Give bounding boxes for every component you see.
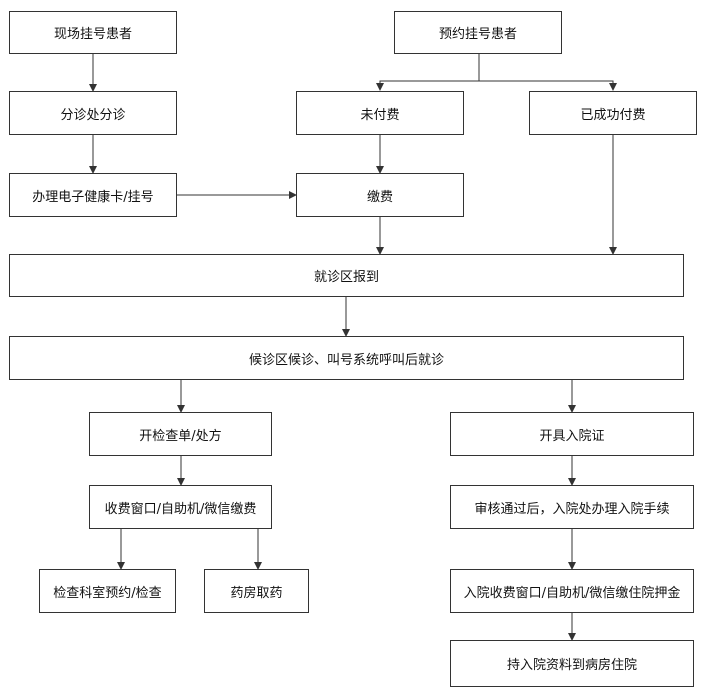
node-deposit: 入院收费窗口/自助机/微信缴住院押金 <box>450 569 694 613</box>
node-waiting: 候诊区候诊、叫号系统呼叫后就诊 <box>9 336 684 380</box>
node-paid: 已成功付费 <box>529 91 697 135</box>
node-admission-cert: 开具入院证 <box>450 412 694 456</box>
node-pharmacy: 药房取药 <box>204 569 309 613</box>
node-exam: 检查科室预约/检查 <box>39 569 176 613</box>
node-payment: 缴费 <box>296 173 464 217</box>
node-admission-process: 审核通过后，入院处办理入院手续 <box>450 485 694 529</box>
node-ward: 持入院资料到病房住院 <box>450 640 694 687</box>
node-prescribe: 开检查单/处方 <box>89 412 272 456</box>
node-health-card: 办理电子健康卡/挂号 <box>9 173 177 217</box>
node-walkin-patient: 现场挂号患者 <box>9 11 177 54</box>
node-checkin: 就诊区报到 <box>9 254 684 297</box>
node-unpaid: 未付费 <box>296 91 464 135</box>
arrow-appointment-to-paid <box>479 80 617 91</box>
arrow-appointment-split <box>376 54 480 91</box>
node-triage: 分诊处分诊 <box>9 91 177 135</box>
node-payment-window: 收费窗口/自助机/微信缴费 <box>89 485 272 529</box>
node-appointment-patient: 预约挂号患者 <box>394 11 562 54</box>
